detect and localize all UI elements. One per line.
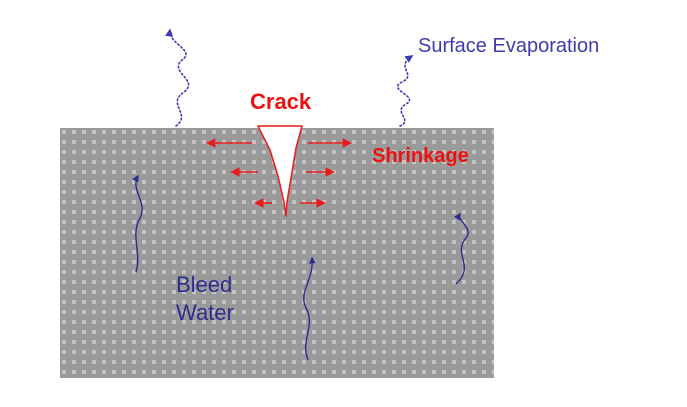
bleed-arrow-left <box>132 174 143 273</box>
bleed-water-label: Bleed Water <box>176 271 234 327</box>
evaporation-arrow-left <box>165 28 190 127</box>
bleed-arrow-center <box>303 256 316 361</box>
bleed-water-label-line2: Water <box>176 300 234 325</box>
shrinkage-label: Shrinkage <box>372 145 469 167</box>
evaporation-arrow-right <box>396 55 414 127</box>
bleed-water-label-line1: Bleed <box>176 272 233 297</box>
crack-label: Crack <box>250 89 312 114</box>
shrinkage-arrows <box>206 138 352 208</box>
bleed-water-arrows <box>132 174 469 361</box>
bleed-arrow-right <box>453 212 469 285</box>
surface-evaporation-label: Surface Evaporation <box>418 35 600 57</box>
crack-shape <box>257 125 303 217</box>
evaporation-arrows <box>165 28 414 127</box>
